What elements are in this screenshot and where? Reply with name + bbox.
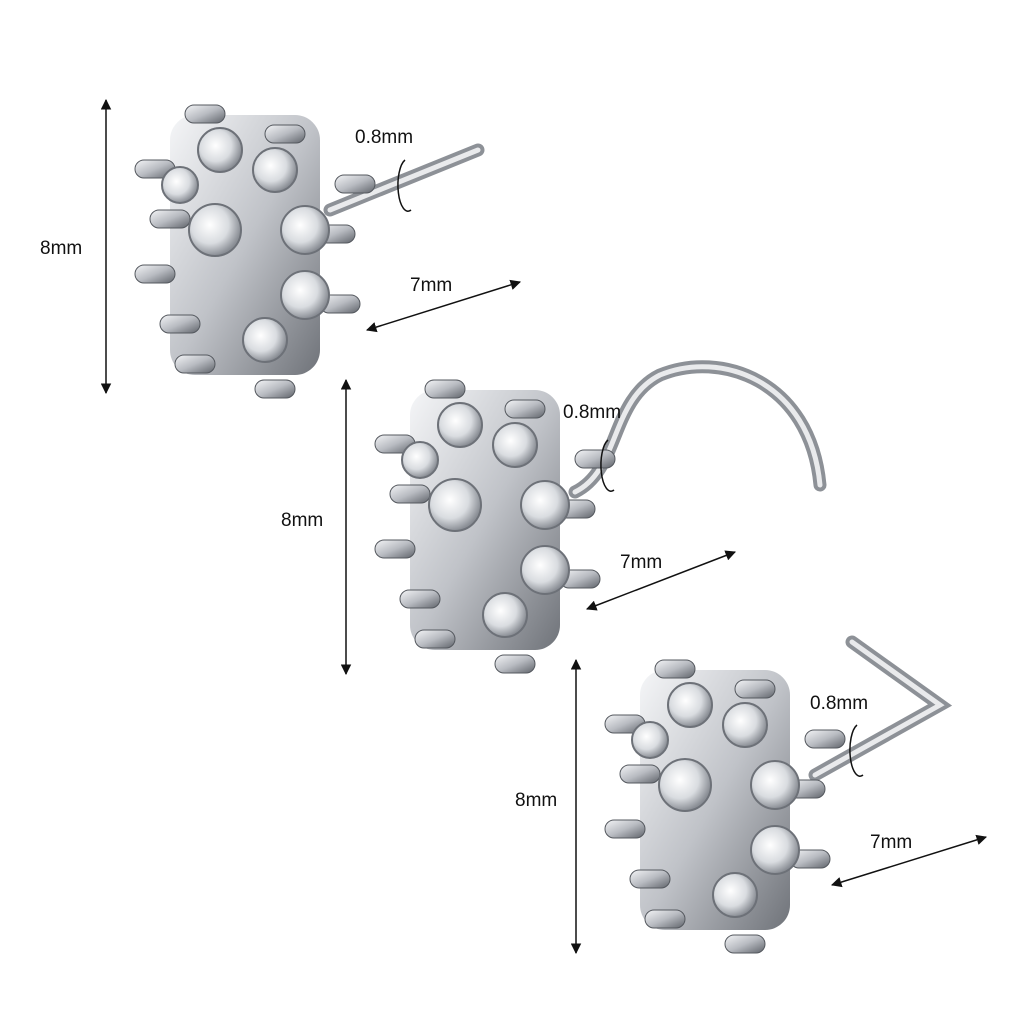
crystal-gem	[437, 402, 483, 448]
crystal-gem	[520, 480, 570, 530]
crystal-gem	[161, 166, 199, 204]
width-label-3: 7mm	[870, 832, 913, 853]
crystal-gem	[658, 758, 712, 812]
prong	[389, 484, 431, 504]
prong	[264, 124, 306, 144]
crystal-gem	[750, 825, 800, 875]
prong	[629, 869, 671, 889]
prong	[734, 679, 776, 699]
crystal-gem	[667, 682, 713, 728]
gauge-marker-3	[849, 724, 864, 777]
crystal-gem	[750, 760, 800, 810]
crystal-gem	[197, 127, 243, 173]
nose-stud-3	[604, 635, 953, 954]
height-label-2: 8mm	[281, 510, 324, 531]
prong	[494, 654, 536, 674]
width-label-2: 7mm	[620, 552, 663, 573]
crystal-gem	[280, 205, 330, 255]
prong	[504, 399, 546, 419]
prong	[134, 264, 176, 284]
prong	[149, 209, 191, 229]
gauge-label-2: 0.8mm	[563, 402, 622, 423]
crystal-gem	[722, 702, 768, 748]
crystal-gem	[280, 270, 330, 320]
prong	[644, 909, 686, 929]
prong	[254, 379, 296, 399]
crystal-gem	[712, 872, 758, 918]
crystal-gem	[401, 441, 439, 479]
prong	[574, 449, 616, 469]
crystal-gem	[242, 317, 288, 363]
prong	[174, 354, 216, 374]
prong	[399, 589, 441, 609]
gauge-label-1: 0.8mm	[355, 127, 414, 148]
crystal-gem	[482, 592, 528, 638]
height-label-1: 8mm	[40, 238, 83, 259]
crystal-gem	[492, 422, 538, 468]
prong	[654, 659, 696, 679]
crystal-gem	[188, 203, 242, 257]
crystal-gem	[520, 545, 570, 595]
post-highlight	[812, 639, 945, 778]
prong	[414, 629, 456, 649]
gauge-marker-1	[397, 159, 412, 212]
prong	[804, 729, 846, 749]
crystal-gem	[428, 478, 482, 532]
nose-stud-2	[374, 360, 827, 674]
post	[568, 360, 827, 499]
gauge-label-3: 0.8mm	[810, 693, 869, 714]
prong	[159, 314, 201, 334]
crystal-gem	[252, 147, 298, 193]
width-label-1: 7mm	[410, 275, 453, 296]
width-dimension-1	[365, 279, 522, 333]
prong	[334, 174, 376, 194]
crystal-gem	[631, 721, 669, 759]
prong	[184, 104, 226, 124]
prong	[424, 379, 466, 399]
nose-stud-1	[134, 104, 485, 399]
width-dimension-3	[830, 834, 988, 888]
width-dimension-2	[586, 550, 736, 611]
prong	[374, 539, 416, 559]
height-label-3: 8mm	[515, 790, 558, 811]
prong	[724, 934, 766, 954]
prong	[604, 819, 646, 839]
prong	[619, 764, 661, 784]
gauge-marker-2	[600, 439, 615, 492]
post-highlight	[327, 147, 481, 213]
